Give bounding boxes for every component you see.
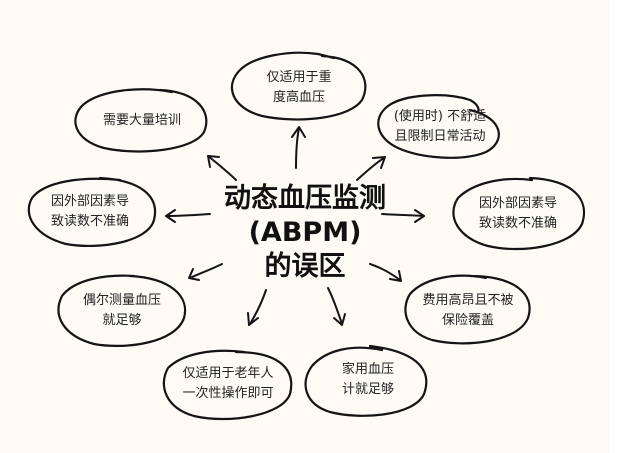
bubble-discomfort (377, 94, 500, 159)
node-discomfort: (使用时) 不舒适 且限制日常活动 (394, 107, 486, 147)
arrow-to-elderly-one-time (247, 289, 267, 326)
bubble-external-factors-left (27, 176, 157, 247)
node-line: 致读数不准确 (478, 216, 558, 231)
node-line: 需要大量培训 (102, 113, 182, 128)
node-line: 致读数不准确 (50, 214, 130, 229)
arrow-to-home-bp-enough (327, 287, 346, 326)
bubble-training (74, 88, 208, 153)
arrow-to-expensive (369, 263, 402, 282)
node-external-factors-right: 因外部因素导 致读数不准确 (479, 194, 557, 234)
bubble-elderly-one-time (162, 349, 293, 421)
bubble-home-bp-enough (304, 344, 428, 417)
node-line: 偶尔测量血压 (82, 293, 162, 308)
node-line: 因外部因素导 (50, 194, 130, 209)
arrow-to-discomfort (356, 156, 386, 181)
node-training: 需要大量培训 (103, 111, 181, 131)
arrow-to-occasional-enough (188, 263, 223, 281)
node-line: 就足够 (102, 313, 142, 328)
bubble-expensive (404, 274, 531, 345)
node-line: 仅适用于重 (266, 70, 332, 85)
bubble-severe-only (230, 51, 367, 121)
bubble-occasional-enough (57, 274, 187, 347)
node-home-bp-enough: 家用血压 计就足够 (342, 360, 394, 400)
node-severe-only: 仅适用于重 度高血压 (266, 68, 331, 108)
central-topic: 动态血压监测 (ABPM) 的误区 (224, 182, 386, 284)
page-edge-strip (609, 0, 620, 453)
arrow-to-training (207, 155, 237, 181)
node-occasional-enough: 偶尔测量血压 就足够 (83, 291, 161, 331)
node-line: 度高血压 (272, 90, 326, 105)
node-line: 仅适用于老年人 (182, 366, 274, 381)
node-line: 一次性操作即可 (182, 386, 274, 401)
central-topic-line-2: (ABPM) (248, 217, 362, 248)
central-topic-line-1: 动态血压监测 (224, 183, 386, 214)
node-line: 家用血压 (341, 362, 395, 377)
bubble-external-factors-right (452, 176, 585, 251)
central-topic-line-3: 的误区 (264, 251, 346, 282)
node-line: 计就足够 (341, 382, 395, 397)
arrow-to-external-left (165, 209, 211, 223)
arrow-to-external-right (381, 209, 425, 223)
node-external-factors-left: 因外部因素导 致读数不准确 (51, 192, 129, 232)
node-expensive: 费用高昂且不被 保险覆盖 (422, 291, 513, 331)
node-line: 且限制日常活动 (394, 129, 486, 144)
arrow-to-severe-only (291, 126, 306, 169)
node-line: 费用高昂且不被 (422, 293, 514, 308)
node-line: (使用时) 不舒适 (393, 109, 487, 124)
node-elderly-one-time: 仅适用于老年人 一次性操作即可 (182, 364, 273, 404)
node-line: 保险覆盖 (441, 313, 495, 328)
node-line: 因外部因素导 (478, 196, 558, 211)
